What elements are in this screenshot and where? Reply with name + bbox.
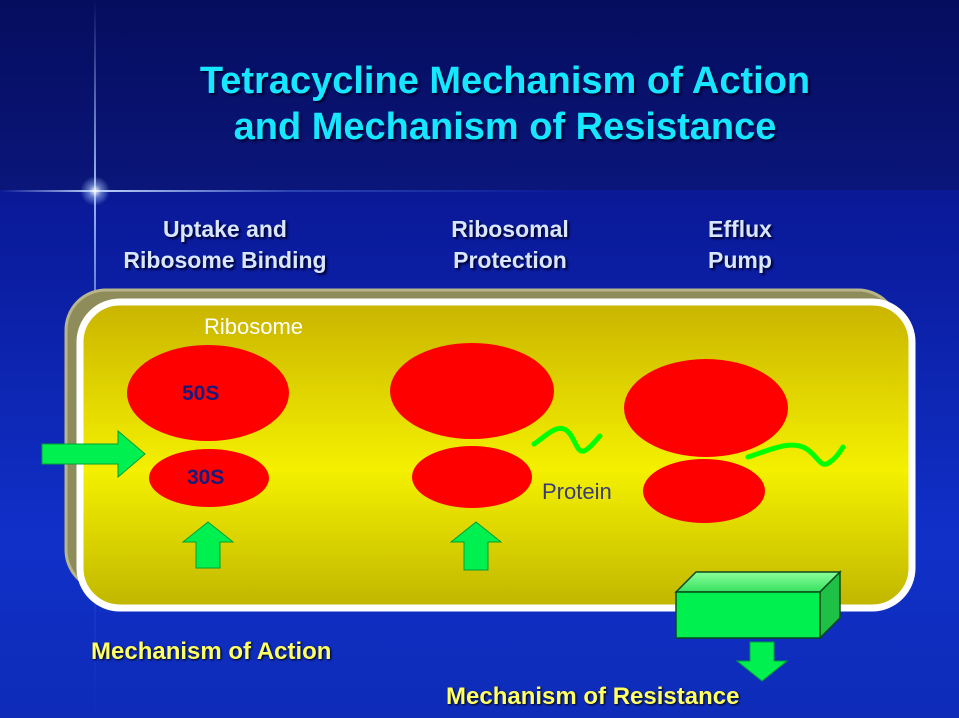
ribosome-50s [127,345,289,441]
efflux-pump-box [675,591,821,639]
ribosome-30s [149,449,269,507]
down-arrow-icon [735,641,789,682]
column-label-protection: Ribosomal Protection [451,216,569,273]
protein-chain-efflux [745,442,846,467]
sparkle-horizontal [0,190,959,192]
protein-label: Protein [542,479,612,504]
subunit-50s-label: 50S [182,382,220,405]
mechanism-of-resistance-label: Mechanism of Resistance [446,683,740,710]
title-band [0,0,959,190]
protein-chain [531,426,603,454]
title-line-1: Tetracycline Mechanism of Action [199,60,811,102]
title-line-2: and Mechanism of Resistance [233,106,777,148]
ribosome-label: Ribosome [204,314,304,339]
ribosome-3-small [643,459,765,523]
column-label-efflux: Efflux Pump [708,216,772,273]
ribosome-2-large [390,343,554,439]
mechanism-of-action-label: Mechanism of Action [91,638,332,665]
sparkle-center [80,176,110,206]
column-label-uptake: Uptake and Ribosome Binding [123,216,327,273]
ribosome-3-large [624,359,788,457]
up-arrow-icon [449,521,503,571]
slide-title: Tetracycline Mechanism of Action and Mec… [100,58,910,150]
up-arrow-icon [181,521,235,569]
efflux-pump-box-top [674,571,842,593]
ribosome-2-small [412,446,532,508]
subunit-30s-label: 30S [187,466,225,489]
right-arrow-icon [41,429,146,479]
